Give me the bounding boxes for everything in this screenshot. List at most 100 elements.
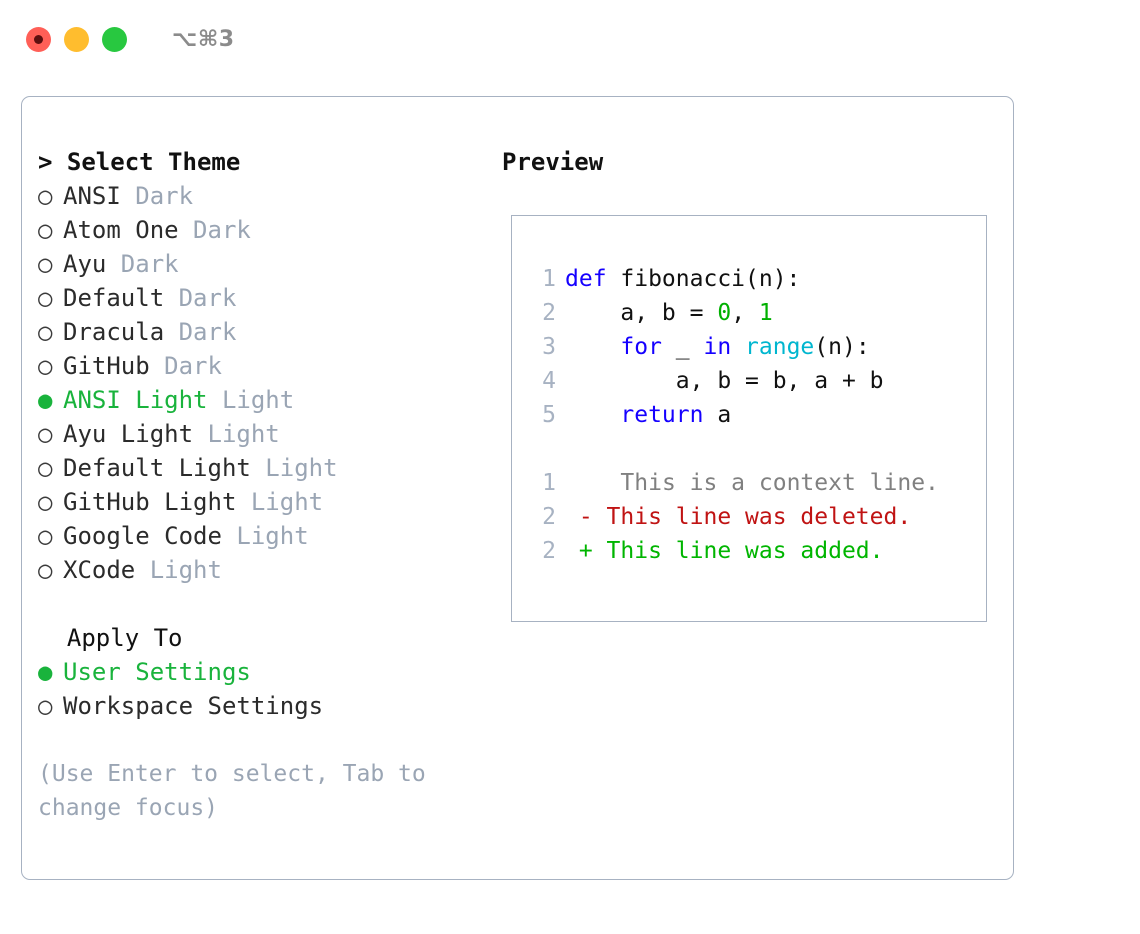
diff-line: 2 + This line was added.: [530, 534, 986, 568]
code-token: 0: [717, 300, 732, 326]
theme-option[interactable]: ○ GitHub Dark: [38, 349, 502, 383]
apply-to-list: ● User Settings ○Workspace Settings: [38, 655, 502, 723]
code-token: return: [620, 402, 704, 428]
theme-option[interactable]: ○ Dracula Dark: [38, 315, 502, 349]
theme-list: ○ANSI Dark○Atom One Dark○Ayu Dark○Defaul…: [38, 179, 502, 587]
line-number: 2: [542, 538, 556, 564]
theme-option[interactable]: ○XCode Light: [38, 553, 502, 587]
code-token: range: [745, 334, 815, 360]
code-line: 2 a, b = 0, 1: [530, 296, 986, 330]
zoom-button[interactable]: [102, 26, 127, 52]
radio-unselected-icon: ○: [38, 556, 53, 584]
diff-line: 1 This is a context line.: [530, 466, 986, 500]
theme-option[interactable]: ○GitHub Light Light: [38, 485, 502, 519]
radio-selected-icon: ●: [38, 386, 53, 414]
theme-name: Default: [63, 284, 179, 312]
line-number: 4: [542, 368, 556, 394]
hint-spacer: [38, 723, 502, 757]
theme-mode-badge: Light: [250, 488, 324, 516]
diff-text: This line was deleted.: [592, 504, 912, 530]
theme-mode-badge: Dark: [178, 284, 237, 312]
code-token: in: [703, 334, 732, 360]
window-controls: [26, 26, 127, 52]
radio-selected-icon: ●: [38, 658, 53, 686]
code-line: 4 a, b = b, a + b: [530, 364, 986, 398]
theme-mode-badge: Light: [221, 386, 295, 414]
theme-name: Default Light: [63, 454, 266, 482]
code-diff-separator: [530, 432, 986, 466]
code-token: _: [661, 334, 704, 360]
theme-selection-pane: > Select Theme ○ANSI Dark○Atom One Dark○…: [22, 97, 502, 879]
theme-name: GitHub: [63, 352, 165, 380]
code-token: def: [565, 266, 607, 292]
radio-unselected-icon: ○: [38, 318, 53, 346]
title-bar: ⌥⌘3: [0, 0, 1140, 78]
theme-mode-badge: Dark: [120, 250, 179, 278]
code-line: 5 return a: [530, 398, 986, 432]
theme-option[interactable]: ○Atom One Dark: [38, 213, 502, 247]
radio-unselected-icon: ○: [38, 692, 53, 720]
code-token: [565, 334, 620, 360]
code-token: 1: [758, 300, 773, 326]
radio-unselected-icon: ○: [38, 420, 53, 448]
apply-to-option[interactable]: ● User Settings: [38, 655, 502, 689]
theme-mode-badge: Dark: [193, 216, 251, 244]
theme-mode-badge: Light: [265, 454, 338, 482]
diff-marker: [565, 470, 593, 496]
diff-marker: +: [565, 538, 593, 564]
code-token: a, b = b, a + b: [565, 368, 884, 394]
apply-to-heading: Apply To: [38, 624, 183, 652]
theme-name: ANSI: [63, 182, 136, 210]
theme-mode-badge: Dark: [164, 352, 222, 380]
theme-option[interactable]: ● ANSI Light Light: [38, 383, 502, 417]
apply-to-option[interactable]: ○Workspace Settings: [38, 689, 502, 723]
theme-name: GitHub Light: [63, 488, 251, 516]
theme-name: Dracula: [63, 318, 179, 346]
theme-mode-badge: Light: [207, 420, 280, 448]
theme-option[interactable]: ○ Ayu Light Light: [38, 417, 502, 451]
diff-text: This is a context line.: [592, 470, 939, 496]
preview-title: Preview: [502, 148, 604, 176]
main-panel: > Select Theme ○ANSI Dark○Atom One Dark○…: [21, 96, 1014, 880]
line-number: 1: [542, 266, 556, 292]
theme-option[interactable]: ○Ayu Dark: [38, 247, 502, 281]
theme-name: Atom One: [63, 216, 194, 244]
diff-sample: 1 This is a context line.2 - This line w…: [530, 466, 986, 568]
line-number: 2: [542, 504, 556, 530]
theme-option[interactable]: ○Google Code Light: [38, 519, 502, 553]
code-token: ,: [731, 300, 759, 326]
theme-mode-badge: Light: [236, 522, 309, 550]
line-number: 3: [542, 334, 556, 360]
theme-name: Google Code: [63, 522, 237, 550]
line-number: 2: [542, 300, 556, 326]
select-theme-heading: > Select Theme: [38, 148, 241, 176]
code-token: [731, 334, 745, 360]
theme-name: Ayu: [63, 250, 121, 278]
theme-name: Ayu Light: [63, 420, 208, 448]
list-spacer: [38, 587, 502, 621]
code-token: for: [620, 334, 662, 360]
code-token: [565, 402, 620, 428]
theme-option[interactable]: ○Default Dark: [38, 281, 502, 315]
theme-mode-badge: Dark: [178, 318, 237, 346]
theme-option[interactable]: ○ANSI Dark: [38, 179, 502, 213]
theme-name: ANSI Light: [63, 386, 222, 414]
keyboard-hint: (Use Enter to select, Tab to change focu…: [38, 761, 440, 821]
apply-to-label: User Settings: [63, 658, 251, 686]
close-button[interactable]: [26, 26, 51, 52]
radio-unselected-icon: ○: [38, 454, 53, 482]
code-line: 1 def fibonacci(n):: [530, 262, 986, 296]
minimize-button[interactable]: [64, 26, 89, 52]
code-token: fibonacci(n):: [606, 266, 801, 292]
line-number: 1: [542, 470, 556, 496]
line-number: 5: [542, 402, 556, 428]
theme-mode-badge: Light: [149, 556, 222, 584]
code-line: 3 for _ in range(n):: [530, 330, 986, 364]
radio-unselected-icon: ○: [38, 352, 53, 380]
theme-option[interactable]: ○ Default Light Light: [38, 451, 502, 485]
code-token: (n):: [814, 334, 870, 360]
radio-unselected-icon: ○: [38, 182, 53, 210]
